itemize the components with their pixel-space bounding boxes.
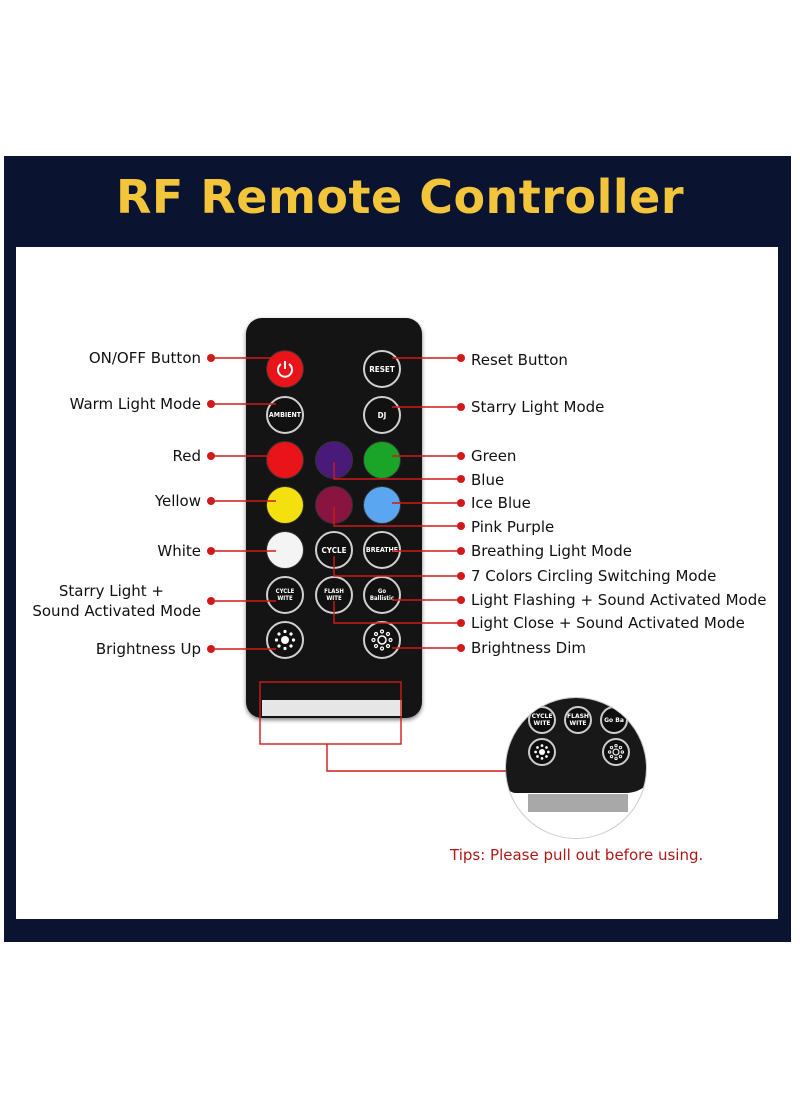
label-starry-sound-line2: Sound Activated Mode bbox=[32, 602, 201, 620]
page-title: RF Remote Controller bbox=[115, 170, 685, 224]
label-brightness-dim: Brightness Dim bbox=[471, 639, 586, 657]
label-yellow: Yellow bbox=[154, 492, 201, 510]
label-red: Red bbox=[172, 447, 202, 465]
zoom-brightness-up-button bbox=[528, 738, 556, 766]
cycle-button[interactable]: CYCLE bbox=[315, 531, 353, 569]
label-on-off: ON/OFF Button bbox=[88, 349, 201, 367]
label-blue: Blue bbox=[471, 471, 505, 489]
brightness-up-button[interactable] bbox=[266, 621, 304, 659]
zoom-flash-wite-button: FLASH WITE bbox=[564, 706, 592, 734]
label-green: Green bbox=[471, 447, 517, 465]
label-reset: Reset Button bbox=[471, 351, 568, 369]
label-brightness-up: Brightness Up bbox=[95, 640, 201, 658]
zoom-inset: CYCLE WITE FLASH WITE Go Ba bbox=[505, 697, 647, 839]
label-ice-blue: Ice Blue bbox=[471, 494, 531, 512]
red-button[interactable] bbox=[266, 441, 304, 479]
sun-dim-icon bbox=[371, 629, 393, 651]
cycle-wite-button[interactable]: CYCLE WITE bbox=[266, 576, 304, 614]
zoom-brightness-dim-button bbox=[602, 738, 630, 766]
flash-wite-button[interactable]: FLASH WITE bbox=[315, 576, 353, 614]
label-flash-sound: Light Flashing + Sound Activated Mode bbox=[471, 591, 767, 609]
zoom-go-ballistic-button: Go Ba bbox=[600, 706, 628, 734]
label-seven-colors: 7 Colors Circling Switching Mode bbox=[471, 567, 717, 585]
label-starry-light-mode: Starry Light Mode bbox=[471, 398, 605, 416]
battery-pull-tab bbox=[262, 700, 402, 716]
dj-button[interactable]: DJ bbox=[363, 396, 401, 434]
zoom-pull-tab bbox=[528, 794, 628, 812]
sun-up-icon bbox=[274, 629, 296, 651]
breathe-button[interactable]: BREATHE bbox=[363, 531, 401, 569]
label-starry-sound-line1: Starry Light + bbox=[58, 582, 164, 600]
yellow-button[interactable] bbox=[266, 486, 304, 524]
label-warm-light-mode: Warm Light Mode bbox=[69, 395, 201, 413]
reset-button[interactable]: RESET bbox=[363, 350, 401, 388]
sun-dim-icon bbox=[607, 743, 625, 761]
ice-blue-button[interactable] bbox=[363, 486, 401, 524]
pink-purple-button[interactable] bbox=[315, 486, 353, 524]
label-close-sound: Light Close + Sound Activated Mode bbox=[471, 614, 745, 632]
blue-button[interactable] bbox=[315, 441, 353, 479]
label-pink-purple: Pink Purple bbox=[471, 518, 555, 536]
green-button[interactable] bbox=[363, 441, 401, 479]
power-icon bbox=[277, 361, 293, 378]
label-white: White bbox=[157, 542, 201, 560]
ambient-button[interactable]: AMBIENT bbox=[266, 396, 304, 434]
brightness-dim-button[interactable] bbox=[363, 621, 401, 659]
power-button[interactable] bbox=[266, 350, 304, 388]
sun-up-icon bbox=[534, 744, 550, 760]
label-breathing-light-mode: Breathing Light Mode bbox=[471, 542, 632, 560]
white-button[interactable] bbox=[266, 531, 304, 569]
go-ballistic-button[interactable]: Go Ballistic bbox=[363, 576, 401, 614]
tip-text: Tips: Please pull out before using. bbox=[450, 846, 704, 864]
zoom-cycle-wite-button: CYCLE WITE bbox=[528, 706, 556, 734]
